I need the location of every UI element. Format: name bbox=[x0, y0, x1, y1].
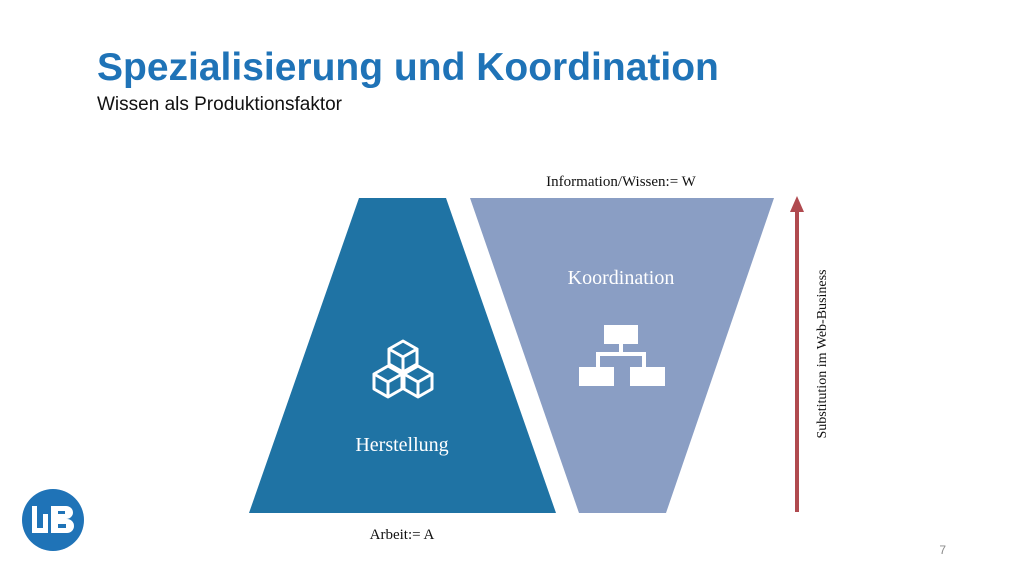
wb-logo bbox=[22, 489, 84, 551]
arrow-label: Substitution im Web-Business bbox=[815, 270, 830, 439]
org-chart-icon bbox=[579, 325, 665, 386]
page-number: 7 bbox=[939, 543, 946, 557]
substitution-arrow bbox=[790, 196, 804, 512]
slide-title: Spezialisierung und Koordination bbox=[97, 46, 719, 89]
cubes-icon bbox=[372, 339, 434, 399]
herstellung-label: Herstellung bbox=[355, 434, 448, 456]
top-label: Information/Wissen:= W bbox=[546, 174, 696, 190]
bottom-label: Arbeit:= A bbox=[370, 527, 435, 543]
koordination-label: Koordination bbox=[568, 267, 675, 289]
slide-subtitle: Wissen als Produktionsfaktor bbox=[97, 94, 342, 115]
